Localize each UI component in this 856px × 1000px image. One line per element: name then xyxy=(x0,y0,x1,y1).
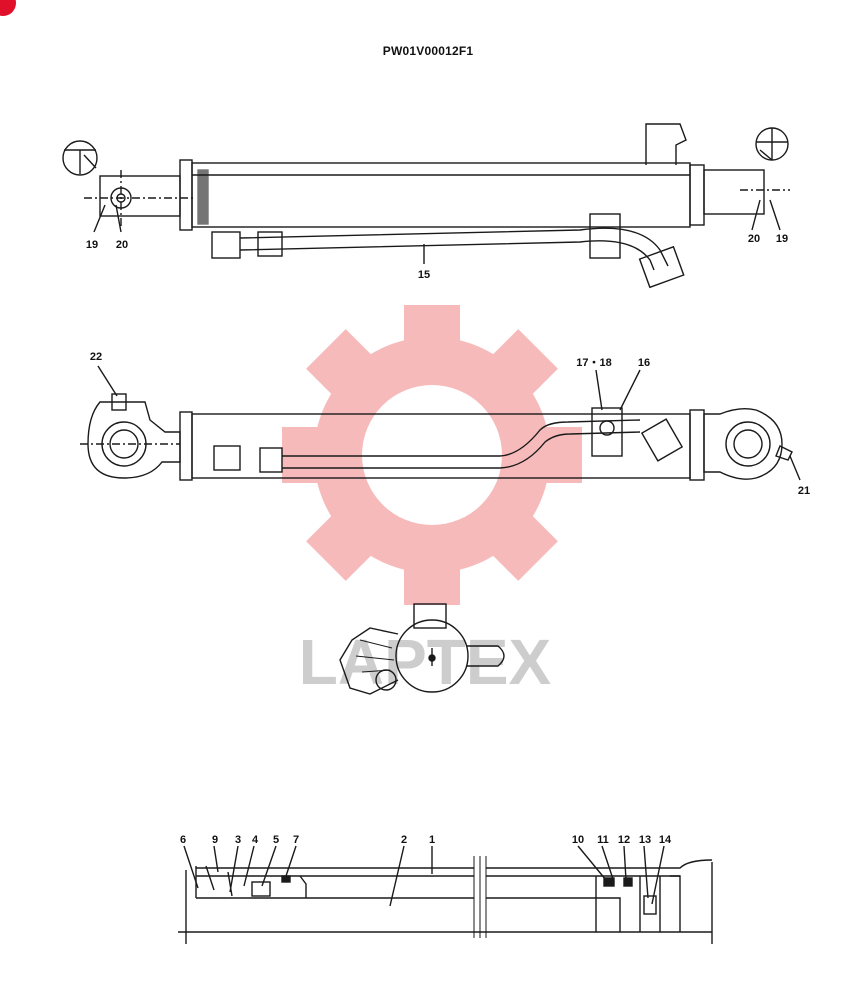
middle-view xyxy=(80,365,801,481)
section-label-13: 13 xyxy=(639,834,651,846)
middle-label-16: 16 xyxy=(638,357,650,369)
middle-hose-fitting-left xyxy=(213,445,241,471)
middle-label-22: 22 xyxy=(90,351,102,363)
section-gland xyxy=(195,865,233,898)
section-label-3: 3 xyxy=(235,834,241,846)
top-port-elbow xyxy=(645,123,687,165)
top-label-20-left: 20 xyxy=(116,239,128,251)
middle-label-17-18: 17・18 xyxy=(576,357,611,369)
section-label-5: 5 xyxy=(273,834,279,846)
top-hose-nut-left xyxy=(257,231,283,257)
top-detail-circle-left xyxy=(62,140,98,176)
watermark-gear-hole xyxy=(362,385,502,525)
top-hose-fitting-left xyxy=(211,231,241,259)
section-nut xyxy=(643,895,657,915)
top-view xyxy=(62,123,790,289)
top-rod-end-left xyxy=(99,175,181,217)
watermark-arcs xyxy=(385,409,490,472)
top-hose-15 xyxy=(239,227,669,271)
middle-eye-left xyxy=(87,401,181,479)
section-labels: 6 9 3 4 5 7 2 1 10 11 12 13 14 xyxy=(180,834,672,846)
middle-grease-nipple-22 xyxy=(111,393,127,411)
end-view-right-boss xyxy=(466,645,505,667)
middle-hose-nut-left xyxy=(259,447,283,473)
section-label-14: 14 xyxy=(659,834,672,846)
watermark-logo: LAPTEX xyxy=(282,305,582,698)
top-label-19-left: 19 xyxy=(86,239,98,251)
end-view-hose-bundle xyxy=(339,627,399,695)
section-label-1: 1 xyxy=(429,834,435,846)
middle-bushing-right xyxy=(725,421,771,467)
section-label-11: 11 xyxy=(597,834,609,846)
top-label-15: 15 xyxy=(418,269,430,281)
top-hose-elbow-right xyxy=(638,245,685,289)
section-tube-outer xyxy=(196,859,713,869)
section-label-4: 4 xyxy=(252,834,259,846)
section-label-7: 7 xyxy=(293,834,299,846)
top-cylinder-barrel xyxy=(191,162,691,228)
section-view xyxy=(178,845,713,944)
top-end-cap-right xyxy=(689,164,705,226)
middle-end-cap-left xyxy=(179,411,193,481)
end-view xyxy=(339,603,505,695)
middle-hose xyxy=(282,419,641,469)
end-view-top-port xyxy=(413,603,447,629)
middle-hose-elbow-16 xyxy=(640,418,684,462)
top-label-19-right: 19 xyxy=(776,233,788,245)
section-bush xyxy=(251,881,271,897)
middle-end-cap-right xyxy=(689,409,705,481)
middle-eye-right xyxy=(703,407,783,480)
corner-mark xyxy=(0,0,16,16)
top-label-20-right: 20 xyxy=(748,233,760,245)
section-label-2: 2 xyxy=(401,834,407,846)
document-code: PW01V00012F1 xyxy=(382,44,474,58)
section-piston xyxy=(595,876,661,932)
end-view-barrel xyxy=(395,619,469,693)
top-hose-clamp xyxy=(589,213,621,259)
top-gland-hatch xyxy=(197,169,209,225)
middle-label-21: 21 xyxy=(798,485,810,497)
watermark-text: LAPTEX xyxy=(299,626,552,698)
section-label-12: 12 xyxy=(618,834,630,846)
middle-hose-clamp-17-18 xyxy=(591,407,623,457)
top-rod-end-right xyxy=(703,169,765,215)
section-label-9: 9 xyxy=(212,834,218,846)
middle-grease-nipple-21 xyxy=(775,445,793,461)
section-label-6: 6 xyxy=(180,834,186,846)
section-label-10: 10 xyxy=(572,834,584,846)
top-end-cap-left xyxy=(179,159,193,231)
